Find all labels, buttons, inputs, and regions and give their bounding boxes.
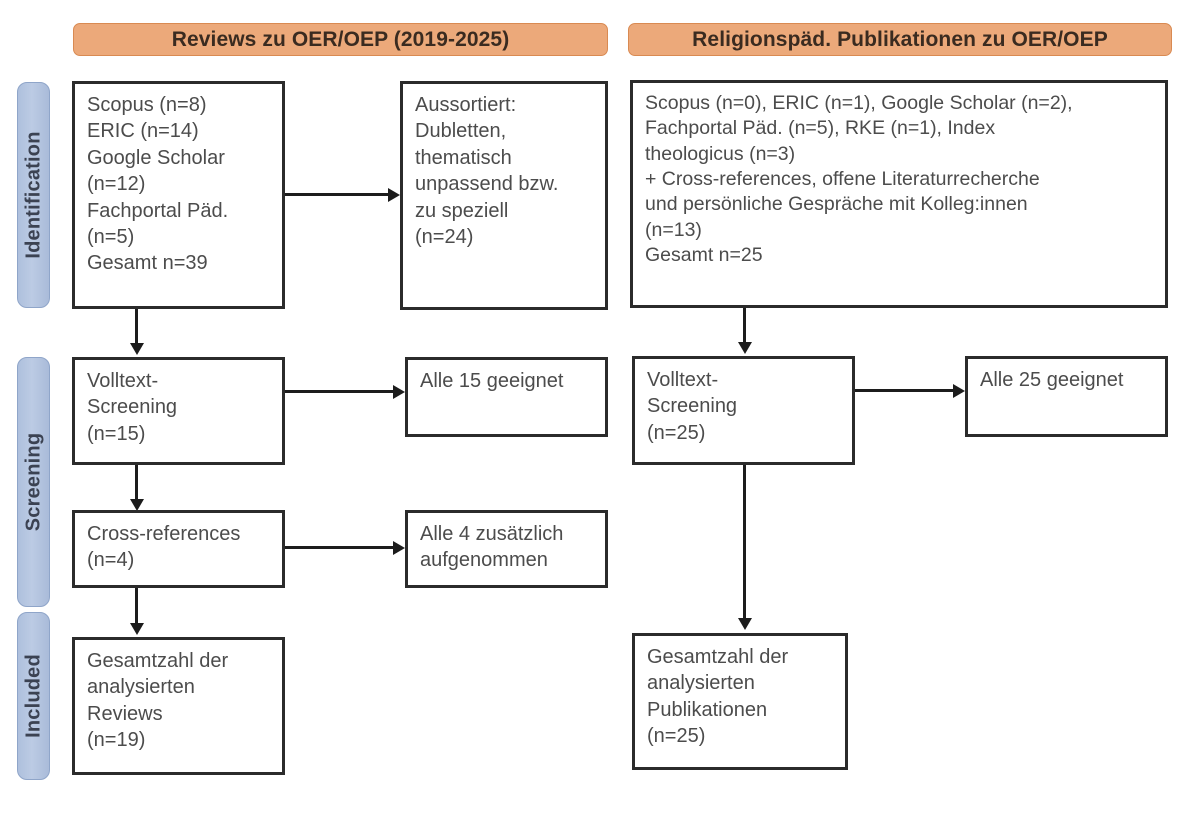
left-crossrefs-result-box: Alle 4 zusätzlich aufgenommen [405, 510, 608, 588]
stage-label-screening: Screening [22, 432, 44, 532]
arrowhead-right-screening-to-result [953, 384, 965, 398]
arrowhead-left-crossrefs-to-result [393, 541, 405, 555]
right-column-header-label: Religionspäd. Publikationen zu OER/OEP [692, 27, 1108, 51]
arrowhead-right-screening-to-included [738, 618, 752, 630]
right-column-header: Religionspäd. Publikationen zu OER/OEP [628, 23, 1172, 56]
left-column-header: Reviews zu OER/OEP (2019-2025) [73, 23, 608, 56]
right-included-box: Gesamtzahl der analysierten Publikatione… [632, 633, 848, 770]
right-identification-box: Scopus (n=0), ERIC (n=1), Google Scholar… [630, 80, 1168, 308]
arrowhead-left-screening-to-result [393, 385, 405, 399]
arrowhead-left-screening-to-crossrefs [130, 499, 144, 511]
left-fulltext-screening-box: Volltext- Screening (n=15) [72, 357, 285, 465]
right-fulltext-result-box: Alle 25 geeignet [965, 356, 1168, 437]
left-excluded-box: Aussortiert: Dubletten, thematisch unpas… [400, 81, 608, 310]
left-column-header-label: Reviews zu OER/OEP (2019-2025) [171, 27, 510, 51]
stage-bar-identification: Identification [17, 82, 50, 308]
left-included-box: Gesamtzahl der analysierten Reviews (n=1… [72, 637, 285, 775]
connector-right-screening-to-result [855, 389, 954, 392]
connector-left-identification-to-screening [135, 309, 138, 345]
left-crossrefs-box: Cross-references (n=4) [72, 510, 285, 588]
stage-label-identification: Identification [22, 131, 44, 259]
left-fulltext-result-box: Alle 15 geeignet [405, 357, 608, 437]
arrowhead-right-identification-to-screening [738, 342, 752, 354]
connector-left-crossrefs-to-result [285, 546, 394, 549]
connector-right-screening-to-included [743, 465, 746, 620]
stage-bar-screening: Screening [17, 357, 50, 607]
stage-label-included: Included [22, 654, 44, 738]
left-identification-box: Scopus (n=8) ERIC (n=14) Google Scholar … [72, 81, 285, 309]
arrowhead-left-identification-to-excluded [388, 188, 400, 202]
right-fulltext-screening-box: Volltext- Screening (n=25) [632, 356, 855, 465]
connector-left-identification-to-excluded [285, 193, 389, 196]
connector-left-screening-to-result [285, 390, 394, 393]
connector-left-crossrefs-to-included [135, 588, 138, 625]
stage-bar-included: Included [17, 612, 50, 780]
connector-right-identification-to-screening [743, 308, 746, 344]
connector-left-screening-to-crossrefs [135, 465, 138, 501]
arrowhead-left-identification-to-screening [130, 343, 144, 355]
arrowhead-left-crossrefs-to-included [130, 623, 144, 635]
